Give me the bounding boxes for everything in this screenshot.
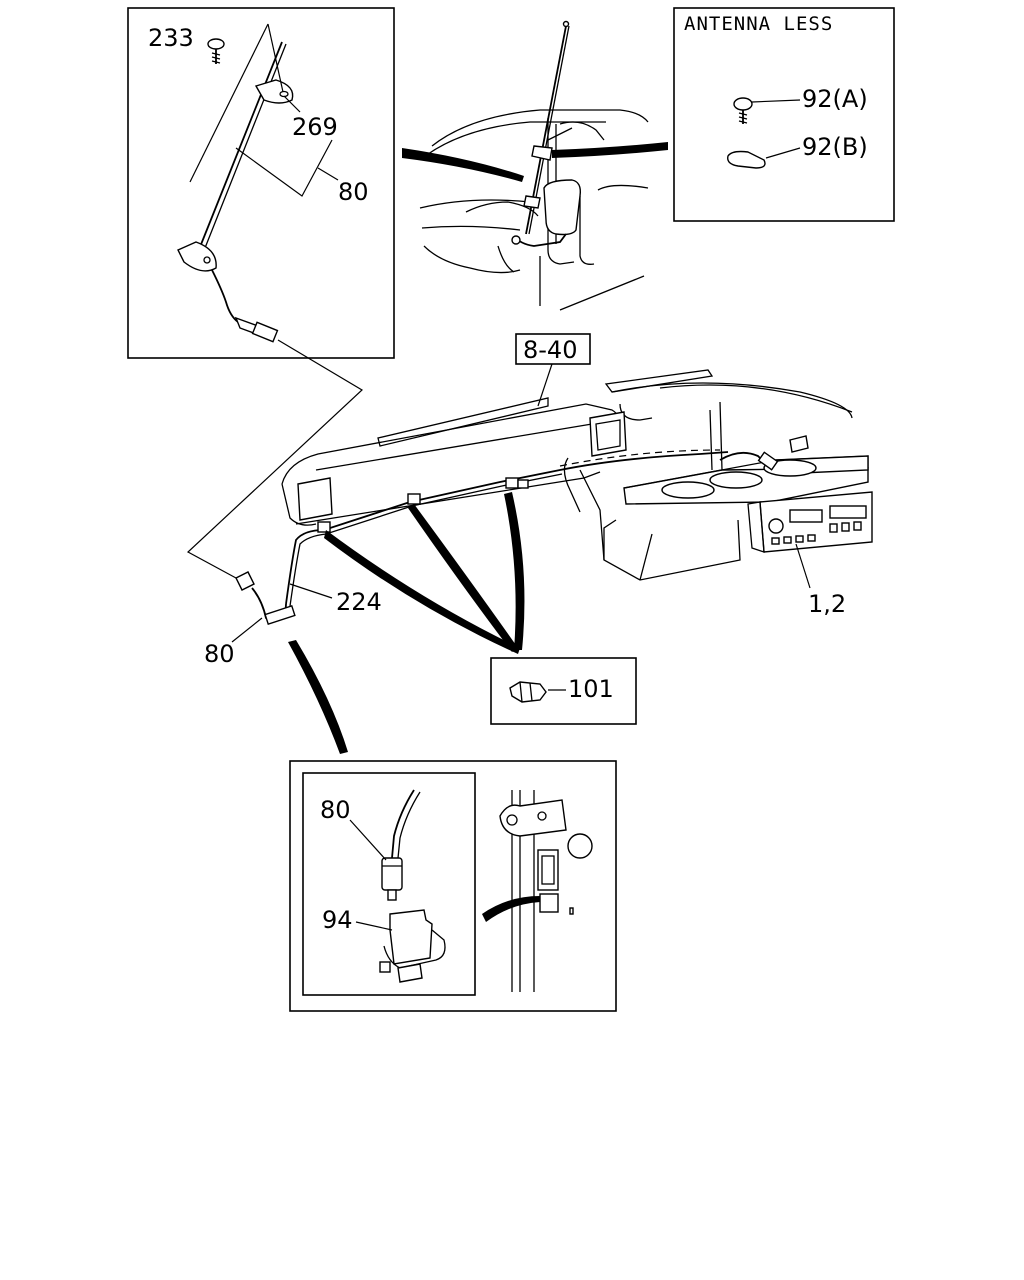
clip-101-icon	[509, 681, 547, 703]
label-80-detail: 80	[320, 796, 351, 824]
label-80-top: 80	[338, 178, 369, 206]
label-92b: 92(B)	[802, 133, 868, 161]
clip-pointer-arcs	[288, 492, 525, 754]
label-94: 94	[322, 906, 353, 934]
label-80-mid: 80	[204, 640, 235, 668]
label-269: 269	[292, 113, 338, 141]
radio-unit: 1,2	[747, 491, 873, 618]
label-233: 233	[148, 24, 194, 52]
vehicle-pillar-view	[402, 20, 668, 311]
label-1-2: 1,2	[808, 590, 846, 618]
ref-8-40-label: 8-40	[523, 336, 577, 364]
screw-233-icon	[207, 38, 225, 64]
instrument-panel	[281, 369, 869, 581]
label-101: 101	[568, 675, 614, 703]
antenna-less-inset: ANTENNA LESS 92(A) 92(B)	[673, 7, 895, 222]
bracket-94-icon	[379, 909, 446, 983]
antenna-mast-inset: 233 269 80	[127, 7, 395, 359]
connection-guide-lines	[186, 339, 363, 579]
reference-8-40: 8-40	[515, 333, 591, 407]
bottom-detail-inset: 80 94	[289, 760, 617, 1012]
clip-101-box: 101	[490, 657, 637, 725]
label-92a: 92(A)	[802, 85, 868, 113]
plug-92b-icon	[727, 150, 766, 169]
label-224: 224	[336, 588, 382, 616]
screw-92a-icon	[733, 97, 753, 124]
antenna-less-title: ANTENNA LESS	[684, 13, 833, 35]
